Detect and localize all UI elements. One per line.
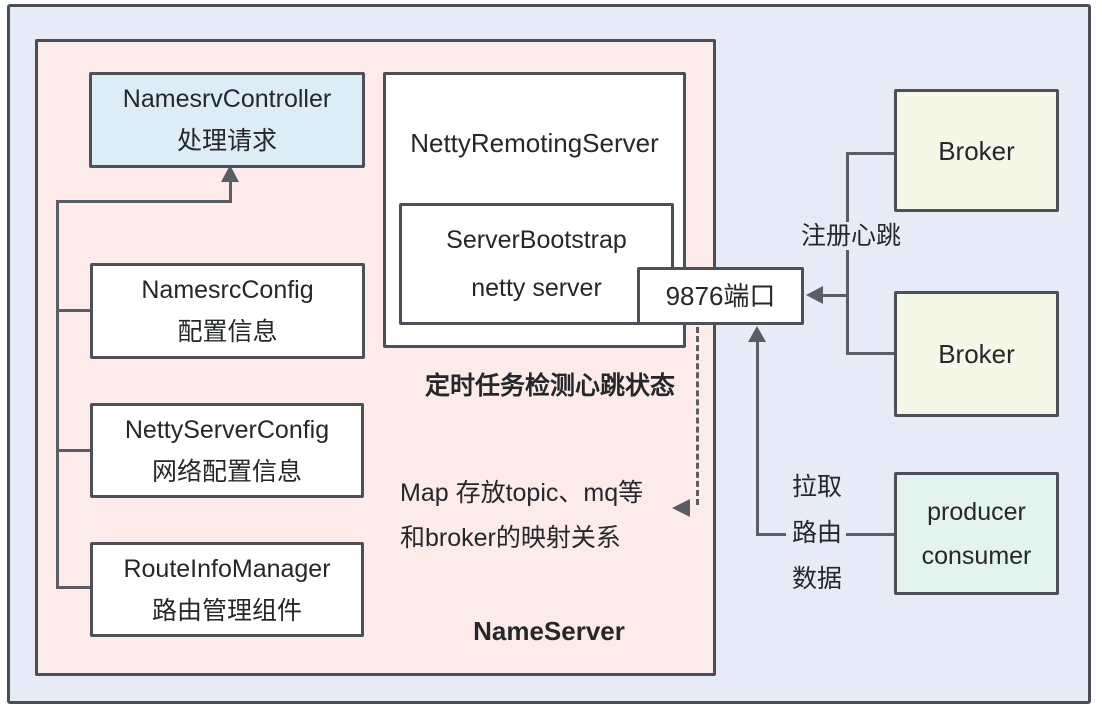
pull-route-vertical-line [756,340,759,536]
server-bootstrap-node: ServerBootstrap netty server [399,203,674,325]
route-info-manager-node: RouteInfoManager 路由管理组件 [90,542,364,637]
broker-top-elbow-line [846,152,894,155]
trunk-to-controller-line [56,200,232,203]
namesrc-config-node: NamesrcConfig 配置信息 [90,263,365,359]
route-info-manager-title: RouteInfoManager [123,554,331,583]
server-bootstrap-title: ServerBootstrap [446,226,627,254]
heartbeat-line-lower [846,250,849,355]
producer-consumer-node: producer consumer [894,472,1059,595]
port-to-map-dashed-line [696,327,699,505]
port-9876-label: 9876端口 [665,281,776,311]
route-info-manager-subtitle: 路由管理组件 [151,596,302,625]
netty-server-config-node: NettyServerConfig 网络配置信息 [90,403,364,498]
port-9876-node: 9876端口 [637,267,804,325]
namesrc-config-stub-line [56,309,90,312]
producer-label: producer [927,497,1026,526]
arrow-up-icon [221,165,239,182]
arrow-up-icon [748,326,766,342]
pull-route-line-left [756,533,786,536]
netty-server-config-stub-line [56,449,90,452]
pull-route-label: 拉取 路由 数据 [780,464,854,602]
map-note-line2: 和broker的映射关系 [400,524,621,552]
heartbeat-to-port-line [821,294,848,297]
pull-route-line-right [846,533,894,536]
controller-arrow-stem [229,181,232,203]
pull-route-line3: 数据 [791,565,842,593]
map-note-line1: Map 存放topic、mq等 [400,479,644,507]
arrow-left-icon [806,286,823,304]
broker-bottom-label: Broker [938,339,1015,369]
heartbeat-check-annotation: 定时任务检测心跳状态 [424,372,675,400]
broker-bottom-node: Broker [894,291,1059,417]
register-heartbeat-label: 注册心跳 [800,222,901,250]
route-info-manager-stub-line [56,586,90,589]
namesrc-config-subtitle: 配置信息 [177,318,278,346]
server-bootstrap-subtitle: netty server [471,274,602,302]
consumer-label: consumer [921,541,1032,570]
namesrv-controller-title: NamesrvController [122,85,332,113]
netty-remoting-server-title: NettyRemotingServer [410,128,659,158]
map-note-annotation: Map 存放topic、mq等 和broker的映射关系 [400,471,643,561]
heartbeat-line-upper [846,152,849,222]
left-trunk-line [56,200,59,589]
nameserver-title: NameServer [473,616,625,646]
broker-top-label: Broker [938,135,1015,166]
pull-route-line1: 拉取 [791,473,842,501]
namesrv-controller-subtitle: 处理请求 [176,127,277,155]
namesrv-controller-node: NamesrvController 处理请求 [89,72,365,168]
broker-top-node: Broker [894,89,1059,212]
pull-route-line2: 路由 [791,519,842,547]
namesrc-config-title: NamesrcConfig [141,276,314,304]
netty-server-config-subtitle: 网络配置信息 [151,457,302,486]
netty-server-config-title: NettyServerConfig [124,415,330,444]
dashed-arrow-left-icon [672,499,690,517]
broker-bottom-elbow-line [846,352,894,355]
